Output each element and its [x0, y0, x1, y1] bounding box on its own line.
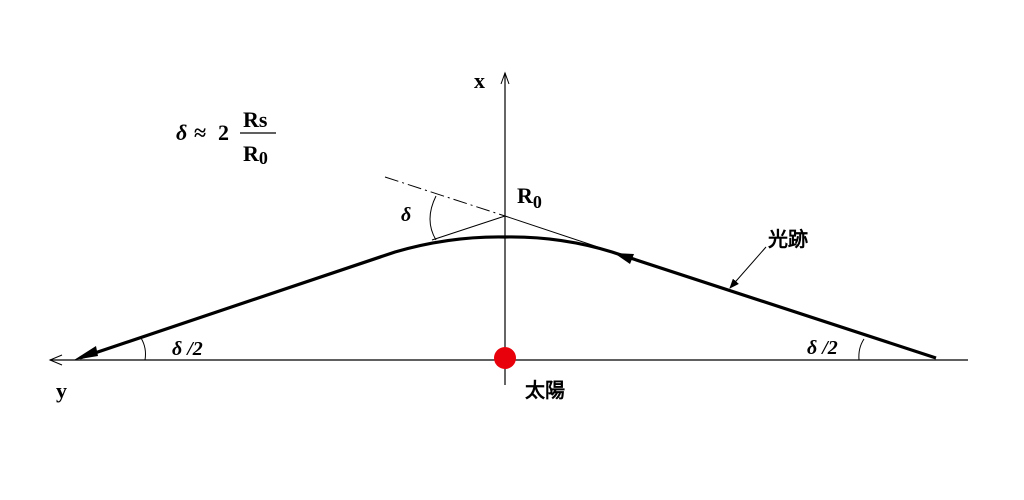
formula-coef: 2	[218, 120, 229, 145]
delta-angle-label: δ	[401, 204, 411, 226]
light-path-pointer-arrow	[729, 246, 767, 289]
delta-angle-arc	[429, 195, 437, 241]
light-direction-arrow-left	[74, 346, 98, 360]
asymptote-left	[431, 215, 506, 241]
light-path-label: 光跡	[767, 227, 808, 251]
light-direction-arrow-right	[614, 253, 634, 264]
y-axis-label: y	[56, 378, 67, 403]
formula-approx: ≈	[194, 120, 206, 145]
sun-dot	[494, 347, 516, 369]
light-path-curve	[79, 235, 937, 360]
x-axis-label: x	[474, 68, 485, 93]
half-delta-right-label: δ /2	[807, 337, 838, 359]
x-axis	[500, 71, 510, 385]
half-delta-arc-right	[858, 338, 865, 361]
deflection-formula: δ ≈ 2 Rs R0	[176, 107, 276, 168]
incoming-asymptote-extension	[384, 176, 506, 217]
half-delta-left-label: δ /2	[172, 338, 203, 360]
formula-delta: δ	[176, 120, 187, 145]
formula-numerator: Rs	[243, 107, 268, 132]
half-delta-arc-left	[140, 337, 146, 361]
formula-denominator: R0	[243, 141, 268, 168]
sun-label: 太陽	[525, 378, 565, 402]
r0-label: R0	[517, 183, 542, 212]
